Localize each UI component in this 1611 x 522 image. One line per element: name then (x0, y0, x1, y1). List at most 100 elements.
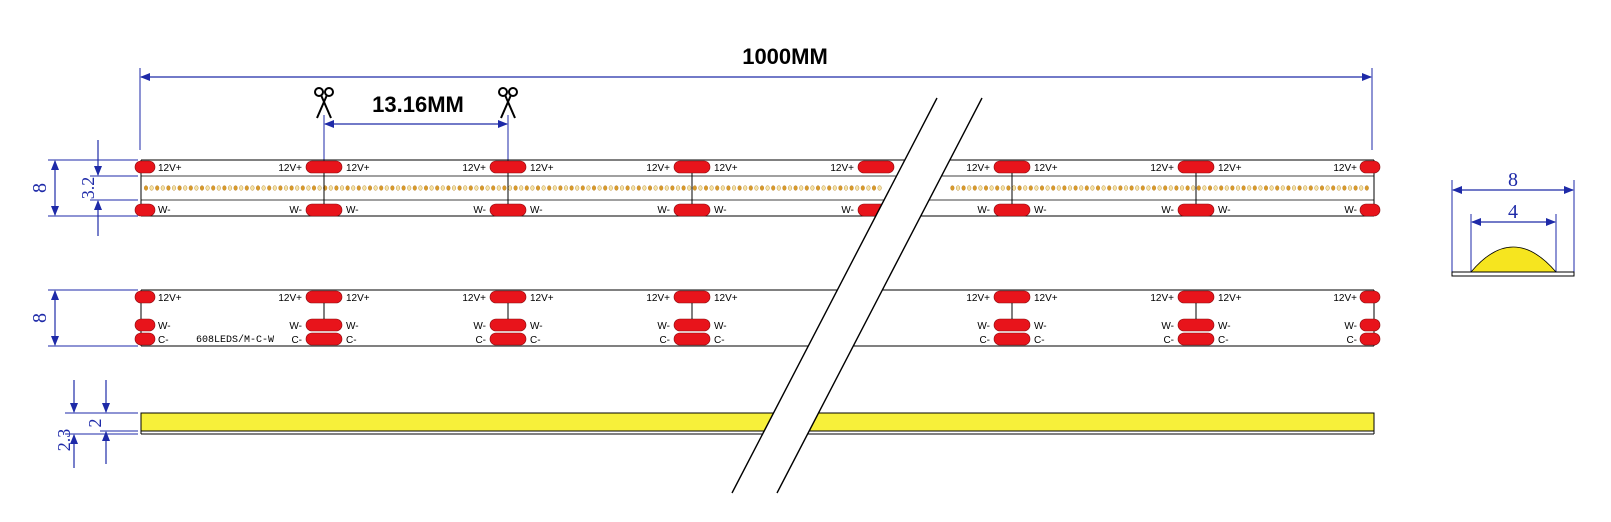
led-chip (295, 185, 300, 191)
led-chip (1006, 185, 1011, 191)
led-chip (317, 185, 322, 191)
pad-label: W- (657, 205, 670, 216)
led-chip (328, 185, 333, 191)
led-chip (1129, 185, 1134, 191)
solder-pad (993, 203, 1031, 217)
profile-dome (1470, 246, 1557, 273)
led-chip (1140, 185, 1145, 191)
led-chip (1023, 185, 1028, 191)
led-chip (508, 185, 513, 191)
led-chip (547, 185, 552, 191)
led-chip (620, 185, 625, 191)
led-chip (832, 185, 837, 191)
pad-label: W- (714, 321, 727, 332)
strip-back-view: 12V+12V+W-W-C-C-12V+12V+W-W-C-C-12V+12V+… (134, 289, 1381, 347)
led-chip (754, 185, 759, 191)
solder-pad (993, 332, 1031, 346)
led-chip (239, 185, 244, 191)
led-chip (216, 185, 221, 191)
led-chip (866, 185, 871, 191)
led-chip (810, 185, 815, 191)
led-chip (485, 185, 490, 191)
led-chip (496, 185, 501, 191)
led-chip (222, 185, 227, 191)
solder-pad (134, 290, 156, 304)
led-chip (816, 185, 821, 191)
led-chip (664, 185, 669, 191)
led-chip (698, 185, 703, 191)
led-chip (1163, 185, 1168, 191)
pad-label: W- (289, 321, 302, 332)
pad-label: 12V+ (646, 163, 670, 174)
led-chip (687, 185, 692, 191)
led-chip (1230, 185, 1235, 191)
led-chip (720, 185, 725, 191)
led-chip (608, 185, 613, 191)
led-chip (995, 185, 1000, 191)
strip-side-view (140, 412, 1375, 435)
led-chip (278, 185, 283, 191)
solder-pad (489, 318, 527, 332)
solder-pad (1177, 203, 1215, 217)
led-chip (1067, 185, 1072, 191)
led-chip (1308, 185, 1313, 191)
led-chip (306, 185, 311, 191)
pad-label: 12V+ (158, 293, 182, 304)
led-chip (984, 185, 989, 191)
led-chip (502, 185, 507, 191)
pad-label: 12V+ (278, 293, 302, 304)
led-chip (401, 185, 406, 191)
solder-pad (993, 318, 1031, 332)
pad-label: C- (1034, 335, 1045, 346)
led-chip (1101, 185, 1106, 191)
pad-label: C- (158, 335, 169, 346)
led-chip (692, 185, 697, 191)
led-chip (143, 185, 148, 191)
led-chip (390, 185, 395, 191)
led-chip (250, 185, 255, 191)
pad-label: C- (291, 335, 302, 346)
led-chip (340, 185, 345, 191)
solder-pad (673, 332, 711, 346)
led-chip (631, 185, 636, 191)
led-chip (1291, 185, 1296, 191)
pad-label: C- (1163, 335, 1174, 346)
led-chip (793, 185, 798, 191)
led-chip (844, 185, 849, 191)
led-band-label: 3.2 (78, 177, 98, 200)
led-chip (788, 185, 793, 191)
led-chip (737, 185, 742, 191)
pad-label: W- (841, 205, 854, 216)
led-chip (1336, 185, 1341, 191)
pad-label: 12V+ (530, 163, 554, 174)
led-chip (289, 185, 294, 191)
led-chip (670, 185, 675, 191)
solder-pad (673, 203, 711, 217)
led-chip (457, 185, 462, 191)
led-chip (284, 185, 289, 191)
led-chip (1359, 185, 1364, 191)
pad-label: 12V+ (462, 293, 486, 304)
led-chip (1325, 185, 1330, 191)
led-chip (1095, 185, 1100, 191)
pad-label: W- (977, 321, 990, 332)
led-chip (827, 185, 832, 191)
led-chip (1112, 185, 1117, 191)
solder-pad (305, 290, 343, 304)
side-coating-label: 2 (85, 419, 105, 428)
solder-pad (993, 160, 1031, 174)
cob-coating (140, 412, 1375, 432)
led-chip (989, 185, 994, 191)
led-chip (1179, 185, 1184, 191)
solder-pad (134, 318, 156, 332)
pad-label: W- (530, 321, 543, 332)
led-chip (1263, 185, 1268, 191)
solder-pad (1359, 318, 1381, 332)
led-chip (1168, 185, 1173, 191)
led-chip (1247, 185, 1252, 191)
led-chip (155, 185, 160, 191)
led-chip (1269, 185, 1274, 191)
led-chip (1280, 185, 1285, 191)
led-chip (799, 185, 804, 191)
led-chip (1297, 185, 1302, 191)
